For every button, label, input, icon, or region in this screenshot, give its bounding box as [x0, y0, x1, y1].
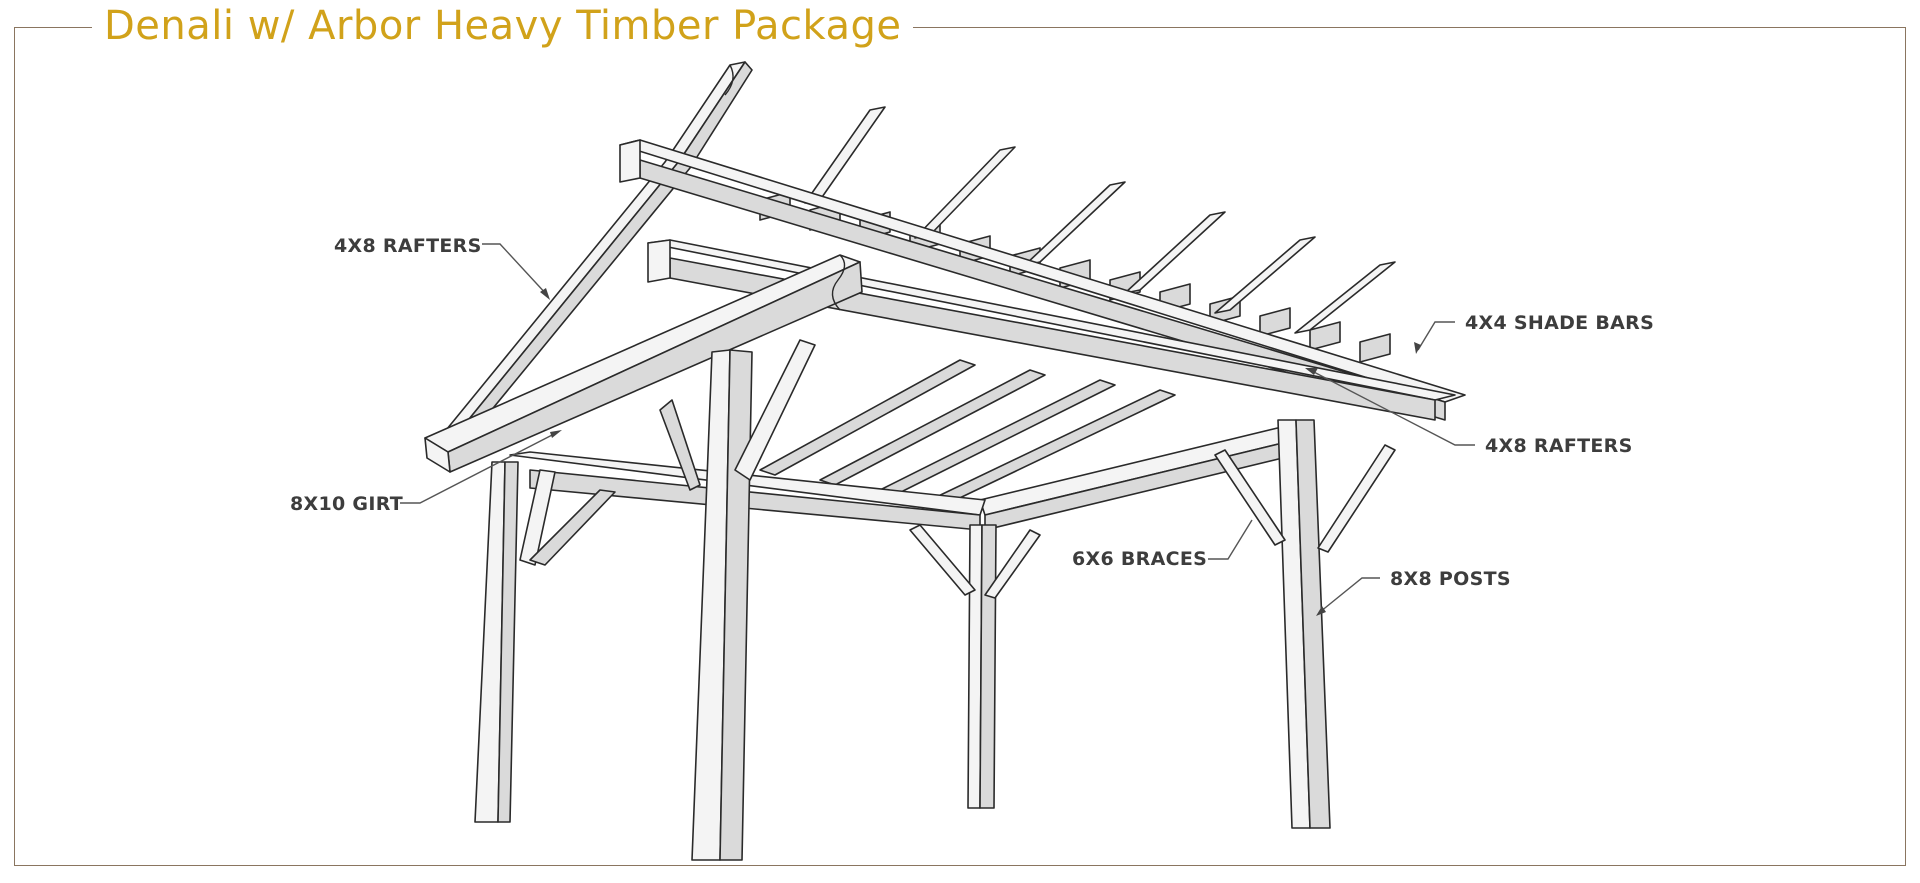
- label-shade-bars: 4X4 SHADE BARS: [1414, 312, 1654, 354]
- svg-text:8X8 POSTS: 8X8 POSTS: [1390, 568, 1511, 590]
- diagram-frame: [14, 27, 1906, 866]
- diagram-title: Denali w/ Arbor Heavy Timber Package: [92, 0, 914, 52]
- upper-rafters: [804, 106, 1396, 334]
- braces: [519, 339, 1396, 599]
- label-rafters-left: 4X8 RAFTERS: [334, 235, 550, 300]
- svg-text:8X10 GIRT: 8X10 GIRT: [290, 493, 403, 515]
- girt-main: [424, 254, 863, 473]
- label-posts: 8X8 POSTS: [1316, 568, 1511, 616]
- svg-text:4X8 RAFTERS: 4X8 RAFTERS: [1485, 435, 1633, 457]
- svg-text:4X8 RAFTERS: 4X8 RAFTERS: [334, 235, 482, 257]
- svg-text:6X6 BRACES: 6X6 BRACES: [1072, 548, 1207, 570]
- girt-right: [979, 424, 1296, 531]
- label-girt: 8X10 GIRT: [290, 430, 562, 515]
- label-rafters-right: 4X8 RAFTERS: [1305, 368, 1633, 457]
- svg-text:4X4 SHADE BARS: 4X4 SHADE BARS: [1465, 312, 1654, 334]
- label-braces: 6X6 BRACES: [1072, 519, 1253, 570]
- posts: [474, 349, 1331, 861]
- ceiling-slats: [759, 359, 1176, 506]
